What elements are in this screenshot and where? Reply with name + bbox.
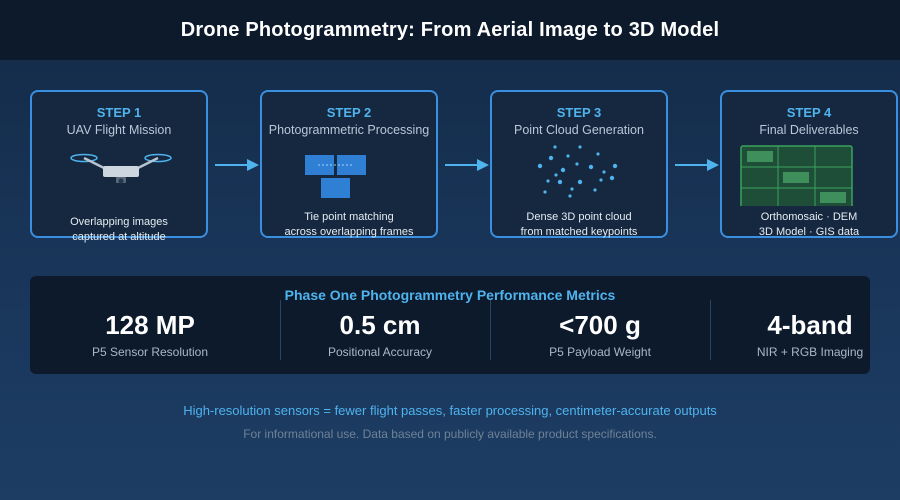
arrow-right-icon bbox=[445, 159, 489, 171]
metric-value: 0.5 cm bbox=[339, 310, 421, 340]
step-description: Orthomosaic · DEM 3D Model · GIS data bbox=[758, 211, 860, 238]
metric-sensor-resolution: 128 MP P5 Sensor Resolution bbox=[50, 308, 250, 359]
map-grid-icon bbox=[740, 145, 853, 206]
step-number: STEP 4 bbox=[786, 105, 832, 120]
disclaimer: For informational use. Data based on pub… bbox=[243, 427, 657, 441]
step-card-1: STEP 1 UAV Flight Mission Overlapping im… bbox=[30, 90, 208, 243]
metrics-title: Phase One Photogrammetry Performance Met… bbox=[284, 287, 616, 303]
step-card-2: STEP 2 Photogrammetric Processing Tie po… bbox=[260, 90, 438, 238]
step-number: STEP 1 bbox=[96, 105, 142, 120]
step-description: Overlapping images captured at altitude bbox=[70, 216, 168, 243]
arrow-right-icon bbox=[215, 159, 259, 171]
metric-positional-accuracy: 0.5 cm Positional Accuracy bbox=[280, 308, 480, 359]
step-title: Final Deliverables bbox=[759, 123, 859, 137]
tagline: High-resolution sensors = fewer flight p… bbox=[183, 403, 717, 418]
metric-label: NIR + RGB Imaging bbox=[756, 345, 864, 359]
metrics-panel: Phase One Photogrammetry Performance Met… bbox=[30, 276, 870, 374]
step-title: Point Cloud Generation bbox=[514, 123, 644, 137]
step-description: Dense 3D point cloud from matched keypoi… bbox=[520, 211, 638, 238]
arrow-right-icon bbox=[675, 159, 719, 171]
header-bar: Drone Photogrammetry: From Aerial Image … bbox=[0, 0, 900, 60]
step-number: STEP 3 bbox=[556, 105, 602, 120]
metric-label: Positional Accuracy bbox=[327, 345, 433, 359]
metric-divider bbox=[490, 300, 491, 360]
metric-divider bbox=[710, 300, 711, 360]
image-tiles-icon bbox=[305, 155, 366, 198]
metric-label: P5 Sensor Resolution bbox=[91, 345, 209, 359]
metric-value: 4-band bbox=[767, 310, 853, 340]
metric-label: P5 Payload Weight bbox=[549, 345, 651, 359]
point-cloud-icon bbox=[537, 145, 618, 198]
metric-value: <700 g bbox=[559, 310, 641, 340]
step-number: STEP 2 bbox=[326, 105, 372, 120]
page-title: Drone Photogrammetry: From Aerial Image … bbox=[180, 18, 720, 41]
drone-icon bbox=[70, 153, 172, 184]
metric-value: 128 MP bbox=[105, 310, 195, 340]
metric-payload-weight: <700 g P5 Payload Weight bbox=[500, 308, 700, 359]
metric-imaging-bands: 4-band NIR + RGB Imaging bbox=[710, 308, 900, 359]
step-title: Photogrammetric Processing bbox=[268, 123, 430, 137]
step-card-3: STEP 3 Point Cloud Generation Dense 3D p… bbox=[490, 90, 668, 238]
metric-divider bbox=[280, 300, 281, 360]
step-title: UAV Flight Mission bbox=[66, 123, 172, 137]
step-card-4: STEP 4 Final Deliverables Orthomosaic · … bbox=[720, 90, 898, 238]
step-description: Tie point matching across overlapping fr… bbox=[284, 211, 414, 238]
